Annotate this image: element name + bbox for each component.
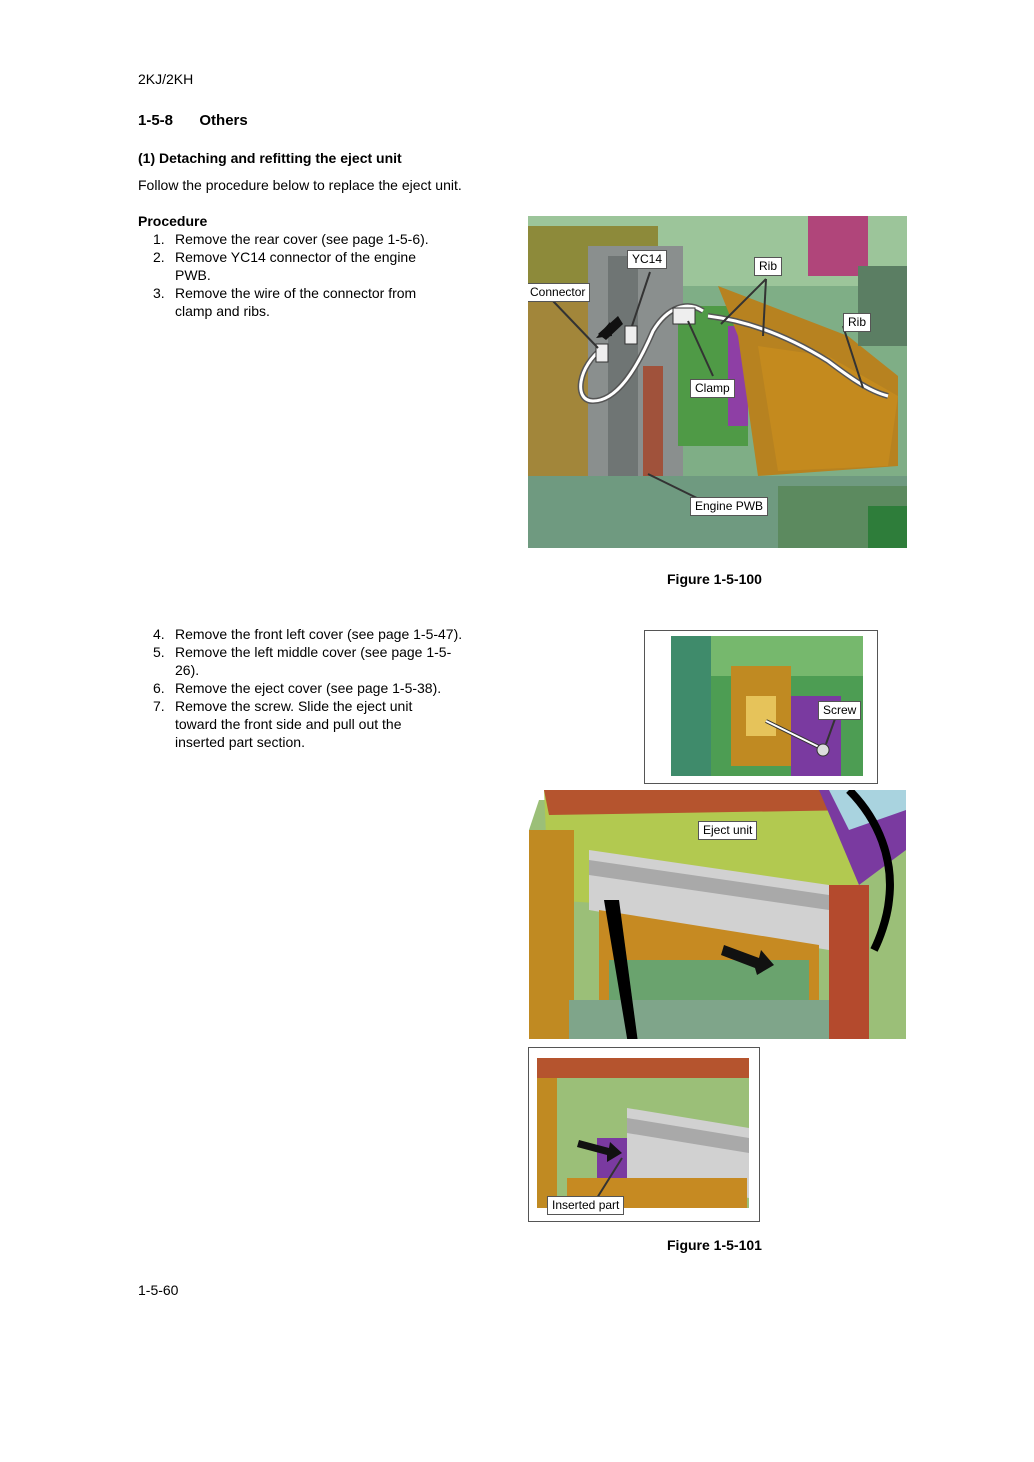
figure-1-5-101-main-image: Eject unit — [529, 790, 906, 1039]
callout-eject-unit: Eject unit — [698, 821, 758, 840]
step-item: 4.Remove the front left cover (see page … — [153, 626, 463, 642]
section-heading: 1-5-8 Others — [138, 112, 248, 130]
procedure-steps-b: 4.Remove the front left cover (see page … — [138, 625, 468, 751]
callout-rib: Rib — [754, 257, 783, 276]
callout-screw: Screw — [818, 701, 862, 720]
procedure-heading: Procedure — [138, 213, 208, 229]
callout-yc14: YC14 — [627, 250, 668, 269]
procedure-steps-a: 1.Remove the rear cover (see page 1-5-6)… — [138, 230, 468, 320]
figure-caption: Figure 1-5-100 — [667, 571, 762, 587]
step-item: 2.Remove YC14 connector of the engine PW… — [153, 249, 417, 283]
engine-pwb-illustration — [528, 216, 907, 548]
section-title: Others — [199, 112, 248, 129]
callout-clamp: Clamp — [690, 379, 735, 398]
page-number: 1-5-60 — [138, 1282, 179, 1298]
figure-1-5-100-image: YC14 Rib Connector Rib Clamp Engine PWB — [528, 216, 907, 548]
subsection-title: (1) Detaching and refitting the eject un… — [138, 150, 402, 166]
inserted-part-illustration — [537, 1058, 749, 1208]
callout-rib: Rib — [843, 313, 872, 332]
document-code: 2KJ/2KH — [138, 71, 194, 87]
figure-caption: Figure 1-5-101 — [667, 1237, 762, 1253]
intro-text: Follow the procedure below to replace th… — [138, 177, 462, 193]
screw-detail-illustration — [671, 636, 863, 776]
callout-connector: Connector — [528, 283, 591, 302]
step-item: 5.Remove the left middle cover (see page… — [153, 644, 452, 678]
eject-unit-illustration — [529, 790, 906, 1039]
callout-inserted-part: Inserted part — [547, 1196, 625, 1215]
step-item: 3.Remove the wire of the connector from … — [153, 285, 417, 319]
step-item: 6.Remove the eject cover (see page 1-5-3… — [153, 680, 442, 696]
callout-engine-pwb: Engine PWB — [690, 497, 769, 516]
step-item: 1.Remove the rear cover (see page 1-5-6)… — [153, 231, 429, 247]
step-item: 7.Remove the screw. Slide the eject unit… — [153, 698, 413, 750]
figure-inset-inserted-part: Inserted part — [528, 1047, 760, 1222]
section-number: 1-5-8 — [138, 112, 174, 129]
figure-inset-screw: Screw — [644, 630, 878, 784]
